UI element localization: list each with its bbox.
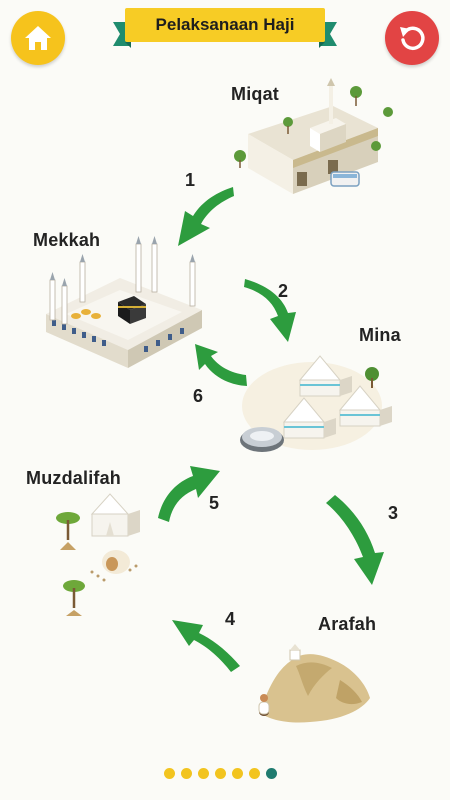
location-label-mekkah: Mekkah bbox=[33, 230, 101, 250]
home-button[interactable] bbox=[11, 11, 65, 65]
miqat-mosque-illustration bbox=[234, 78, 393, 194]
mina-tents-illustration bbox=[240, 355, 392, 452]
step-number-5: 5 bbox=[209, 493, 220, 513]
step-number-4: 4 bbox=[225, 609, 236, 629]
location-label-mina: Mina bbox=[359, 325, 401, 345]
title-banner: Pelaksanaan Haji bbox=[113, 8, 337, 50]
step-arrow-3 bbox=[326, 495, 384, 585]
step-arrow-5 bbox=[158, 466, 220, 522]
location-label-miqat: Miqat bbox=[231, 84, 279, 104]
page-dot-3[interactable] bbox=[198, 768, 209, 779]
muzdalifah-illustration bbox=[56, 493, 140, 616]
restart-button[interactable] bbox=[385, 11, 439, 65]
step-arrow-2 bbox=[244, 279, 296, 342]
location-label-muzdalifah: Muzdalifah bbox=[26, 468, 121, 488]
arafah-mount-illustration bbox=[258, 644, 370, 723]
step-arrow-1 bbox=[178, 187, 234, 246]
step-number-3: 3 bbox=[388, 503, 399, 523]
page-indicator bbox=[164, 768, 277, 779]
step-number-1: 1 bbox=[185, 170, 196, 190]
page-dot-1[interactable] bbox=[164, 768, 175, 779]
page-dot-7-active[interactable] bbox=[266, 768, 277, 779]
page-dot-2[interactable] bbox=[181, 768, 192, 779]
restart-icon bbox=[400, 26, 425, 50]
page-dot-6[interactable] bbox=[249, 768, 260, 779]
page-dot-5[interactable] bbox=[232, 768, 243, 779]
page-dot-4[interactable] bbox=[215, 768, 226, 779]
step-arrow-6 bbox=[195, 344, 247, 386]
home-icon bbox=[25, 26, 51, 50]
step-number-2: 2 bbox=[278, 281, 289, 301]
step-arrow-4 bbox=[172, 620, 240, 672]
page-title: Pelaksanaan Haji bbox=[125, 8, 325, 42]
location-label-arafah: Arafah bbox=[318, 614, 377, 634]
step-number-6: 6 bbox=[193, 386, 204, 406]
masjidil-haram-illustration bbox=[46, 236, 202, 368]
